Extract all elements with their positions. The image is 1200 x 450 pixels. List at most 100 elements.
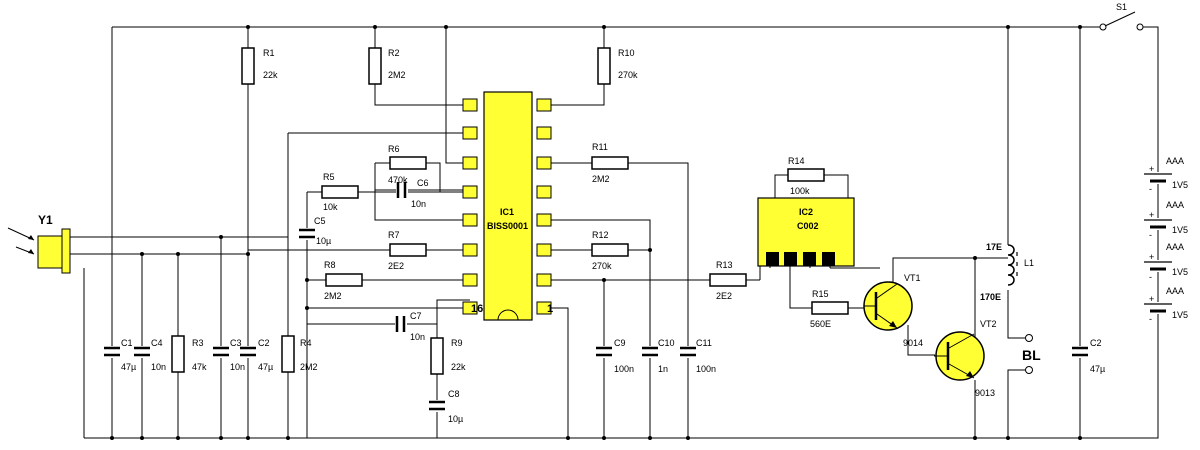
r8 [325, 273, 363, 287]
label-c6: C6 [417, 178, 429, 188]
label-r14: R14 [788, 156, 805, 166]
label-v-3: 1V5 [1172, 267, 1188, 277]
label-aaa-2: AAA [1166, 200, 1184, 210]
c2 [240, 346, 256, 358]
r10 [597, 47, 611, 85]
label-c2-right-value: 47µ [1090, 364, 1105, 374]
label-v-4: 1V5 [1172, 310, 1188, 320]
ic1-pin-pad [462, 126, 478, 140]
ic1-pin-pad [536, 243, 552, 257]
svg-text:-: - [1149, 184, 1152, 194]
ic1-pin-pad [462, 243, 478, 257]
ic1-pin-pad [462, 185, 478, 199]
label-c8-value: 10µ [448, 414, 463, 424]
label-aaa-4: AAA [1166, 286, 1184, 296]
ic1-pin-pad [462, 213, 478, 227]
label-r12: R12 [592, 230, 609, 240]
ic1-chip [462, 91, 552, 321]
r1 [241, 47, 255, 85]
label-r3-value: 47k [192, 362, 207, 372]
label-l1: L1 [1024, 258, 1034, 268]
r7 [389, 243, 427, 257]
label-vt2-value: 9013 [975, 388, 995, 398]
r12 [591, 243, 629, 257]
label-c5-value: 10µ [316, 236, 331, 246]
label-c9-value: 100n [614, 364, 634, 374]
transistor-vt2 [934, 331, 985, 381]
label-r14-value: 100k [790, 186, 810, 196]
label-r7: R7 [388, 230, 400, 240]
svg-text:-: - [1149, 272, 1152, 282]
ic1-pin-pad [536, 185, 552, 199]
ic1-pin-pad [536, 301, 552, 315]
label-r9: R9 [451, 338, 463, 348]
label-r11-value: 2M2 [592, 174, 610, 184]
ic1-pin-pad [536, 273, 552, 287]
svg-text:+: + [1149, 210, 1154, 220]
label-c7: C7 [410, 311, 422, 321]
label-c2-right: C2 [1090, 338, 1102, 348]
c8 [429, 400, 445, 412]
cell-4 [1140, 302, 1176, 314]
r6 [389, 156, 427, 170]
label-c6-value: 10n [411, 199, 426, 209]
label-r15-value: 560E [810, 319, 831, 329]
ic1-pin-pad [536, 126, 552, 140]
label-r9-value: 22k [451, 362, 466, 372]
label-pin1: 1 [547, 303, 553, 315]
label-c7-value: 10n [410, 332, 425, 342]
labels: Y1 S1 BL L1 17E 170E IC1 BISS0001 IC2 C0… [38, 2, 1188, 424]
svg-text:-: - [1149, 230, 1152, 240]
label-c2-value: 47µ [258, 362, 273, 372]
ic2-chip [757, 197, 855, 267]
label-c11: C11 [696, 338, 712, 348]
label-c4-value: 10n [151, 362, 166, 372]
label-pin16: 16 [471, 303, 483, 315]
svg-text:+: + [1149, 164, 1154, 174]
label-r2: R2 [388, 48, 400, 58]
label-c5: C5 [314, 216, 326, 226]
label-r11: R11 [592, 142, 608, 152]
cell-2 [1140, 218, 1176, 230]
c11 [680, 346, 696, 358]
label-c11-value: 100n [696, 364, 716, 374]
label-bl: BL [1022, 347, 1041, 363]
label-s1: S1 [1116, 2, 1127, 12]
ic1-pin-pad [462, 273, 478, 287]
battery-stack: +- +- +- +- [1140, 160, 1176, 438]
transistor-vt1 [863, 281, 913, 331]
label-r6-value: 470k [388, 175, 408, 185]
inductor-l1 [1007, 244, 1018, 286]
ic1-pin-pad [536, 98, 552, 112]
c3 [213, 346, 229, 358]
junction-dots [110, 25, 1082, 440]
label-r8-value: 2M2 [324, 291, 342, 301]
ic1-pin-pad [462, 156, 478, 170]
label-aaa-3: AAA [1166, 242, 1184, 252]
svg-text:-: - [1149, 314, 1152, 324]
cell-1 [1140, 172, 1176, 184]
label-c8: C8 [448, 389, 460, 399]
label-vt2: VT2 [980, 319, 997, 329]
label-ic1: IC1 [500, 207, 514, 217]
label-ic1-part: BISS0001 [487, 221, 528, 231]
label-r1: R1 [263, 48, 275, 58]
label-r5-value: 10k [323, 202, 338, 212]
label-r13: R13 [716, 260, 733, 270]
c7 [395, 316, 407, 332]
label-r10-value: 270k [618, 70, 638, 80]
label-170e: 170E [980, 292, 1001, 302]
resistors [171, 47, 849, 375]
label-c3: C3 [230, 338, 242, 348]
cell-3 [1140, 260, 1176, 272]
label-r13-value: 2E2 [716, 291, 732, 301]
label-ic2: IC2 [799, 207, 813, 217]
label-c1: C1 [121, 338, 133, 348]
label-r15: R15 [812, 289, 829, 299]
bl-terminals [1025, 334, 1033, 374]
r13 [709, 273, 747, 287]
r4 [281, 335, 295, 373]
switch-s1 [1099, 11, 1144, 31]
label-aaa-1: AAA [1166, 156, 1184, 166]
